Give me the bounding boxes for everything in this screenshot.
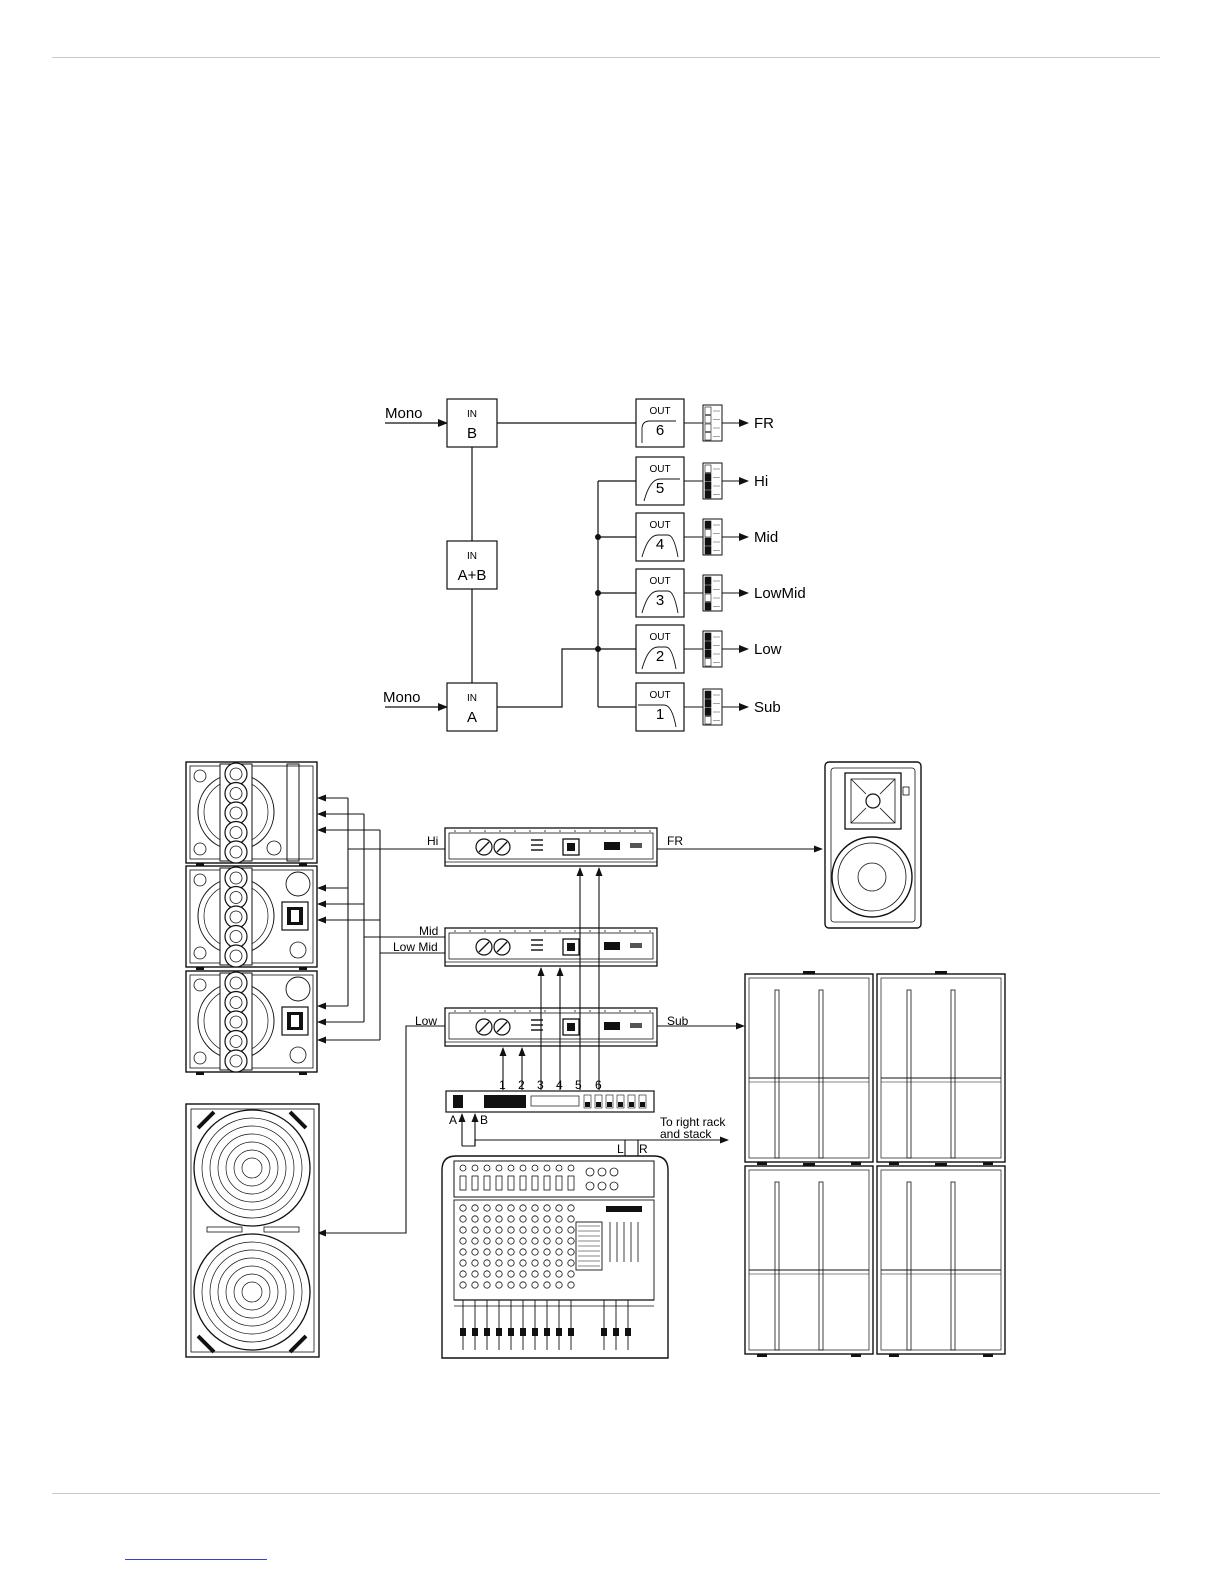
subwoofer-cabinet: [877, 971, 1005, 1165]
subwoofer-cabinet: [877, 1163, 1005, 1357]
channel-number-3: 3: [537, 1078, 544, 1092]
footer-rule: [52, 1493, 1160, 1494]
channel-number-2: 2: [518, 1078, 525, 1092]
amp-label-fr: FR: [667, 834, 683, 848]
power-amplifier: [445, 928, 657, 966]
subwoofer-cabinet: [745, 971, 873, 1165]
channel-number-6: 6: [595, 1078, 602, 1092]
to-right-line2: and stack: [660, 1127, 712, 1141]
line-array-cabinets: [186, 762, 317, 1075]
amp-label-hi: Hi: [427, 834, 438, 848]
proc-input-b: B: [480, 1113, 488, 1127]
dual-subwoofer: [186, 1104, 319, 1357]
line-array-cabinet: [186, 971, 317, 1075]
channel-number-5: 5: [575, 1078, 582, 1092]
mixing-console: [442, 1156, 668, 1358]
power-amplifier: [445, 1008, 657, 1046]
channel-number-1: 1: [499, 1078, 506, 1092]
footer-link-underline: [125, 1559, 267, 1560]
subwoofer-stack: [745, 971, 1005, 1357]
channel-wiring: [503, 868, 599, 1090]
proc-input-a: A: [449, 1113, 457, 1127]
amp-label-mid: Mid: [419, 924, 438, 938]
amplifiers: [445, 828, 657, 1046]
power-amplifier: [445, 828, 657, 866]
line-array-cabinet: [186, 866, 317, 970]
mixer-out-l: L: [617, 1142, 624, 1156]
line-array-cabinet: [186, 762, 317, 866]
channel-number-4: 4: [556, 1078, 563, 1092]
cabinet-input-arrows: [318, 798, 380, 1040]
amp-label-lowmid: Low Mid: [393, 940, 438, 954]
full-range-speaker: [825, 762, 921, 928]
dsp-processor: [446, 1091, 654, 1112]
subwoofer-cabinet: [745, 1163, 873, 1357]
mixer-out-r: R: [639, 1142, 648, 1156]
